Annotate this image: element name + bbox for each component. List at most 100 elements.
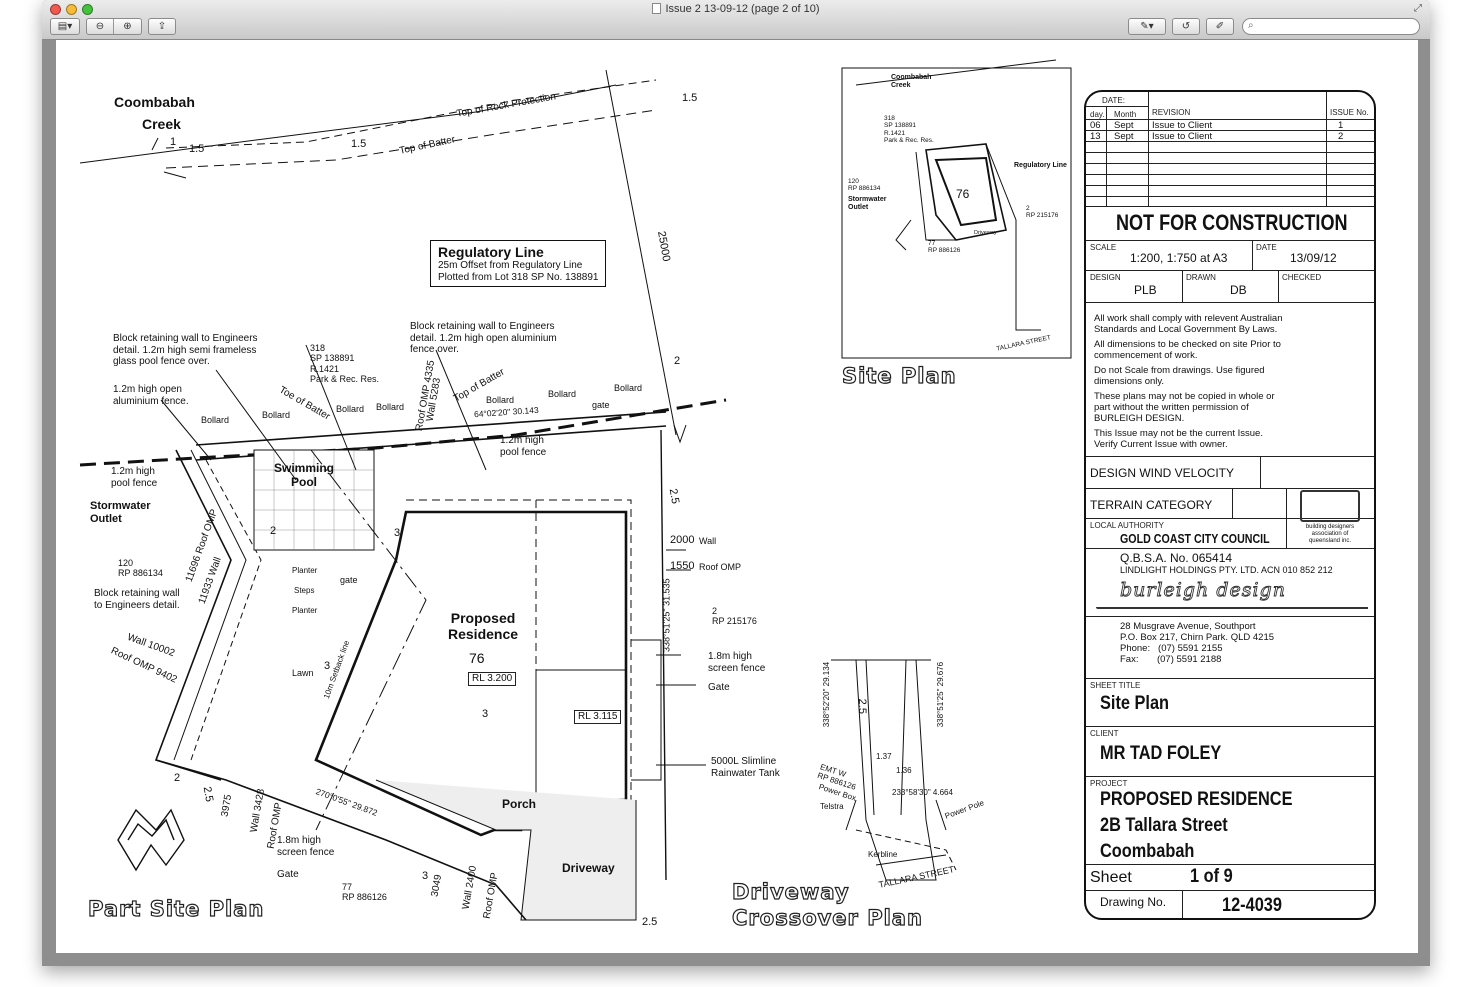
note-line: Block retaining wall to Engineers	[410, 321, 555, 332]
minimize-window-button[interactable]	[66, 4, 77, 15]
zoom-out-button[interactable]: ⊖	[87, 19, 114, 34]
regulatory-line-text: 25m Offset from Regulatory Line	[438, 260, 583, 272]
not-for-construction-label: NOT FOR CONSTRUCTION	[1116, 210, 1348, 235]
project-line: PROPOSED RESIDENCE	[1100, 789, 1293, 810]
bdaq-line: queensland inc.	[1308, 538, 1352, 544]
phone-value: (07) 5591 2155	[1158, 643, 1223, 654]
address-line: 28 Musgrave Avenue, Southport	[1120, 621, 1256, 632]
block-wall-note: Block retaining wall to Engineers detail…	[113, 333, 258, 368]
dimension-label: 2.5	[200, 785, 216, 803]
pdf-document-icon	[652, 3, 662, 14]
note-line: detail. 1.2m high semi frameless	[113, 344, 257, 356]
note-line: All work shall comply with relevent Aust…	[1094, 313, 1283, 324]
note-line: pool fence	[111, 477, 158, 489]
driveway-crossover-title-line1: Driveway	[731, 879, 850, 904]
bdaq-line: building designers	[1305, 524, 1355, 530]
firm-logo: burleigh design	[1120, 579, 1286, 602]
outlet-line: Stormwater	[90, 500, 151, 512]
lawn-label: Lawn	[292, 668, 314, 678]
zoom-button-group: ⊖ ⊕	[86, 18, 142, 35]
edit-icon: ✐	[1215, 21, 1225, 32]
share-button[interactable]: ⇪	[148, 18, 176, 35]
gate-label: Gate	[708, 682, 730, 693]
title-bar: Issue 2 13-09-12 (page 2 of 10) ⤢ ▤▾ ⊖ ⊕…	[42, 0, 1430, 40]
rev1-month: Sept	[1114, 120, 1134, 131]
issue-caption: ISSUE No.	[1330, 108, 1369, 117]
note-line: to Engineers detail.	[94, 599, 180, 611]
note-line: 1.2m high	[500, 435, 544, 446]
markup-button[interactable]: ✎▾	[1128, 18, 1166, 35]
note-line: 1.8m high	[708, 651, 752, 662]
lot-line: 77	[342, 882, 353, 892]
boundary-line-right	[605, 69, 677, 436]
fullscreen-icon[interactable]: ⤢	[1414, 3, 1422, 14]
lot-line: 120	[118, 558, 134, 568]
gate-label: Gate	[277, 869, 299, 880]
lot-318-label: 318 SP 138891 R.1421 Park & Rec. Res.	[310, 343, 379, 384]
gate-label: gate	[592, 400, 610, 410]
inset-lot-2: 2 RP 215176	[1026, 205, 1059, 220]
boundary-arrow	[673, 424, 687, 444]
note-line: Do not Scale from drawings. Use figured	[1094, 365, 1265, 376]
telstra-label: Telstra	[820, 802, 844, 811]
document-viewport[interactable]: Coombabah Creek 1.5 1.5 1.5 1 Top of Roc…	[42, 40, 1430, 966]
note-line: 1.2m high	[111, 466, 155, 477]
driveway-label: Driveway	[562, 861, 615, 875]
authority-row: LOCAL AUTHORITY GOLD COAST CITY COUNCIL	[1086, 518, 1374, 548]
address-line: P.O. Box 217, Chirn Park. QLD 4215	[1120, 632, 1275, 643]
rule	[1252, 241, 1253, 271]
close-window-button[interactable]	[50, 4, 61, 15]
driveway-area	[375, 779, 637, 921]
rev2-description: Issue to Client	[1152, 131, 1213, 142]
fax-caption: Fax:	[1120, 654, 1139, 665]
drawing-caption: Drawing No.	[1100, 895, 1167, 909]
inset-driveway: Driveway	[974, 230, 997, 236]
sheet-title-value: Site Plan	[1100, 693, 1170, 714]
rule	[1096, 607, 1368, 609]
zoom-in-button[interactable]: ⊕	[114, 19, 141, 34]
rotate-button[interactable]: ↺	[1172, 18, 1200, 35]
checked-caption: CHECKED	[1282, 273, 1322, 282]
rule	[1086, 196, 1374, 197]
lot-line: RP 215176	[712, 616, 757, 627]
revision-caption: REVISION	[1152, 108, 1191, 117]
note-line: Block retaining wall	[94, 588, 180, 599]
rule	[1086, 141, 1374, 142]
top-of-rock-line	[165, 79, 657, 149]
pool-line: Swimming	[274, 461, 335, 475]
search-field[interactable]: ⌕	[1242, 18, 1420, 35]
part-site-plan-title: Part Site Plan	[87, 896, 265, 921]
note-line: dimensions only.	[1094, 376, 1165, 387]
bollard-label: Bollard	[548, 389, 577, 399]
pool-fence-note: 1.2m high pool fence	[111, 466, 157, 489]
porch-label: Porch	[502, 797, 537, 811]
bollard-label: Bollard	[376, 402, 405, 412]
pdf-page: Coombabah Creek 1.5 1.5 1.5 1 Top of Roc…	[56, 40, 1418, 953]
outlet-line: Outlet	[90, 512, 122, 525]
dimension-label: 2	[674, 355, 681, 367]
top-boundary-line	[195, 411, 667, 446]
fax-value: (07) 5591 2188	[1156, 654, 1222, 665]
qbsa-number: Q.B.S.A. No. 065414	[1120, 551, 1233, 565]
gate-label: gate	[340, 575, 358, 585]
preview-window: Issue 2 13-09-12 (page 2 of 10) ⤢ ▤▾ ⊖ ⊕…	[42, 0, 1430, 966]
rule	[1182, 271, 1183, 303]
note-line: 1.8m high	[277, 835, 321, 846]
sidebar-view-button[interactable]: ▤▾	[50, 18, 80, 35]
note-line: fence over.	[410, 344, 459, 355]
rule	[1278, 271, 1279, 303]
sheet-title-row: SHEET TITLE Site Plan	[1086, 678, 1374, 726]
edit-button[interactable]: ✐	[1206, 18, 1234, 35]
firm-row: Q.B.S.A. No. 065414 LINDLIGHT HOLDINGS P…	[1086, 548, 1374, 616]
note-line: All dimensions to be checked on site Pri…	[1094, 339, 1281, 350]
holdings-text: LINDLIGHT HOLDINGS PTY. LTD. ACN 010 852…	[1120, 565, 1333, 575]
client-value: MR TAD FOLEY	[1100, 743, 1222, 764]
lot-line: R.1421	[310, 363, 340, 374]
note-line: These plans may not be copied in whole o…	[1094, 391, 1275, 402]
block-wall-note: Block retaining wall to Engineers detail…	[410, 321, 557, 356]
zoom-window-button[interactable]	[82, 4, 93, 15]
inset-stormwater: Stormwater Outlet	[848, 196, 887, 212]
dimension-label: 1.36	[896, 766, 912, 775]
pool-grid	[254, 450, 374, 550]
residence-line: Residence	[448, 626, 519, 643]
